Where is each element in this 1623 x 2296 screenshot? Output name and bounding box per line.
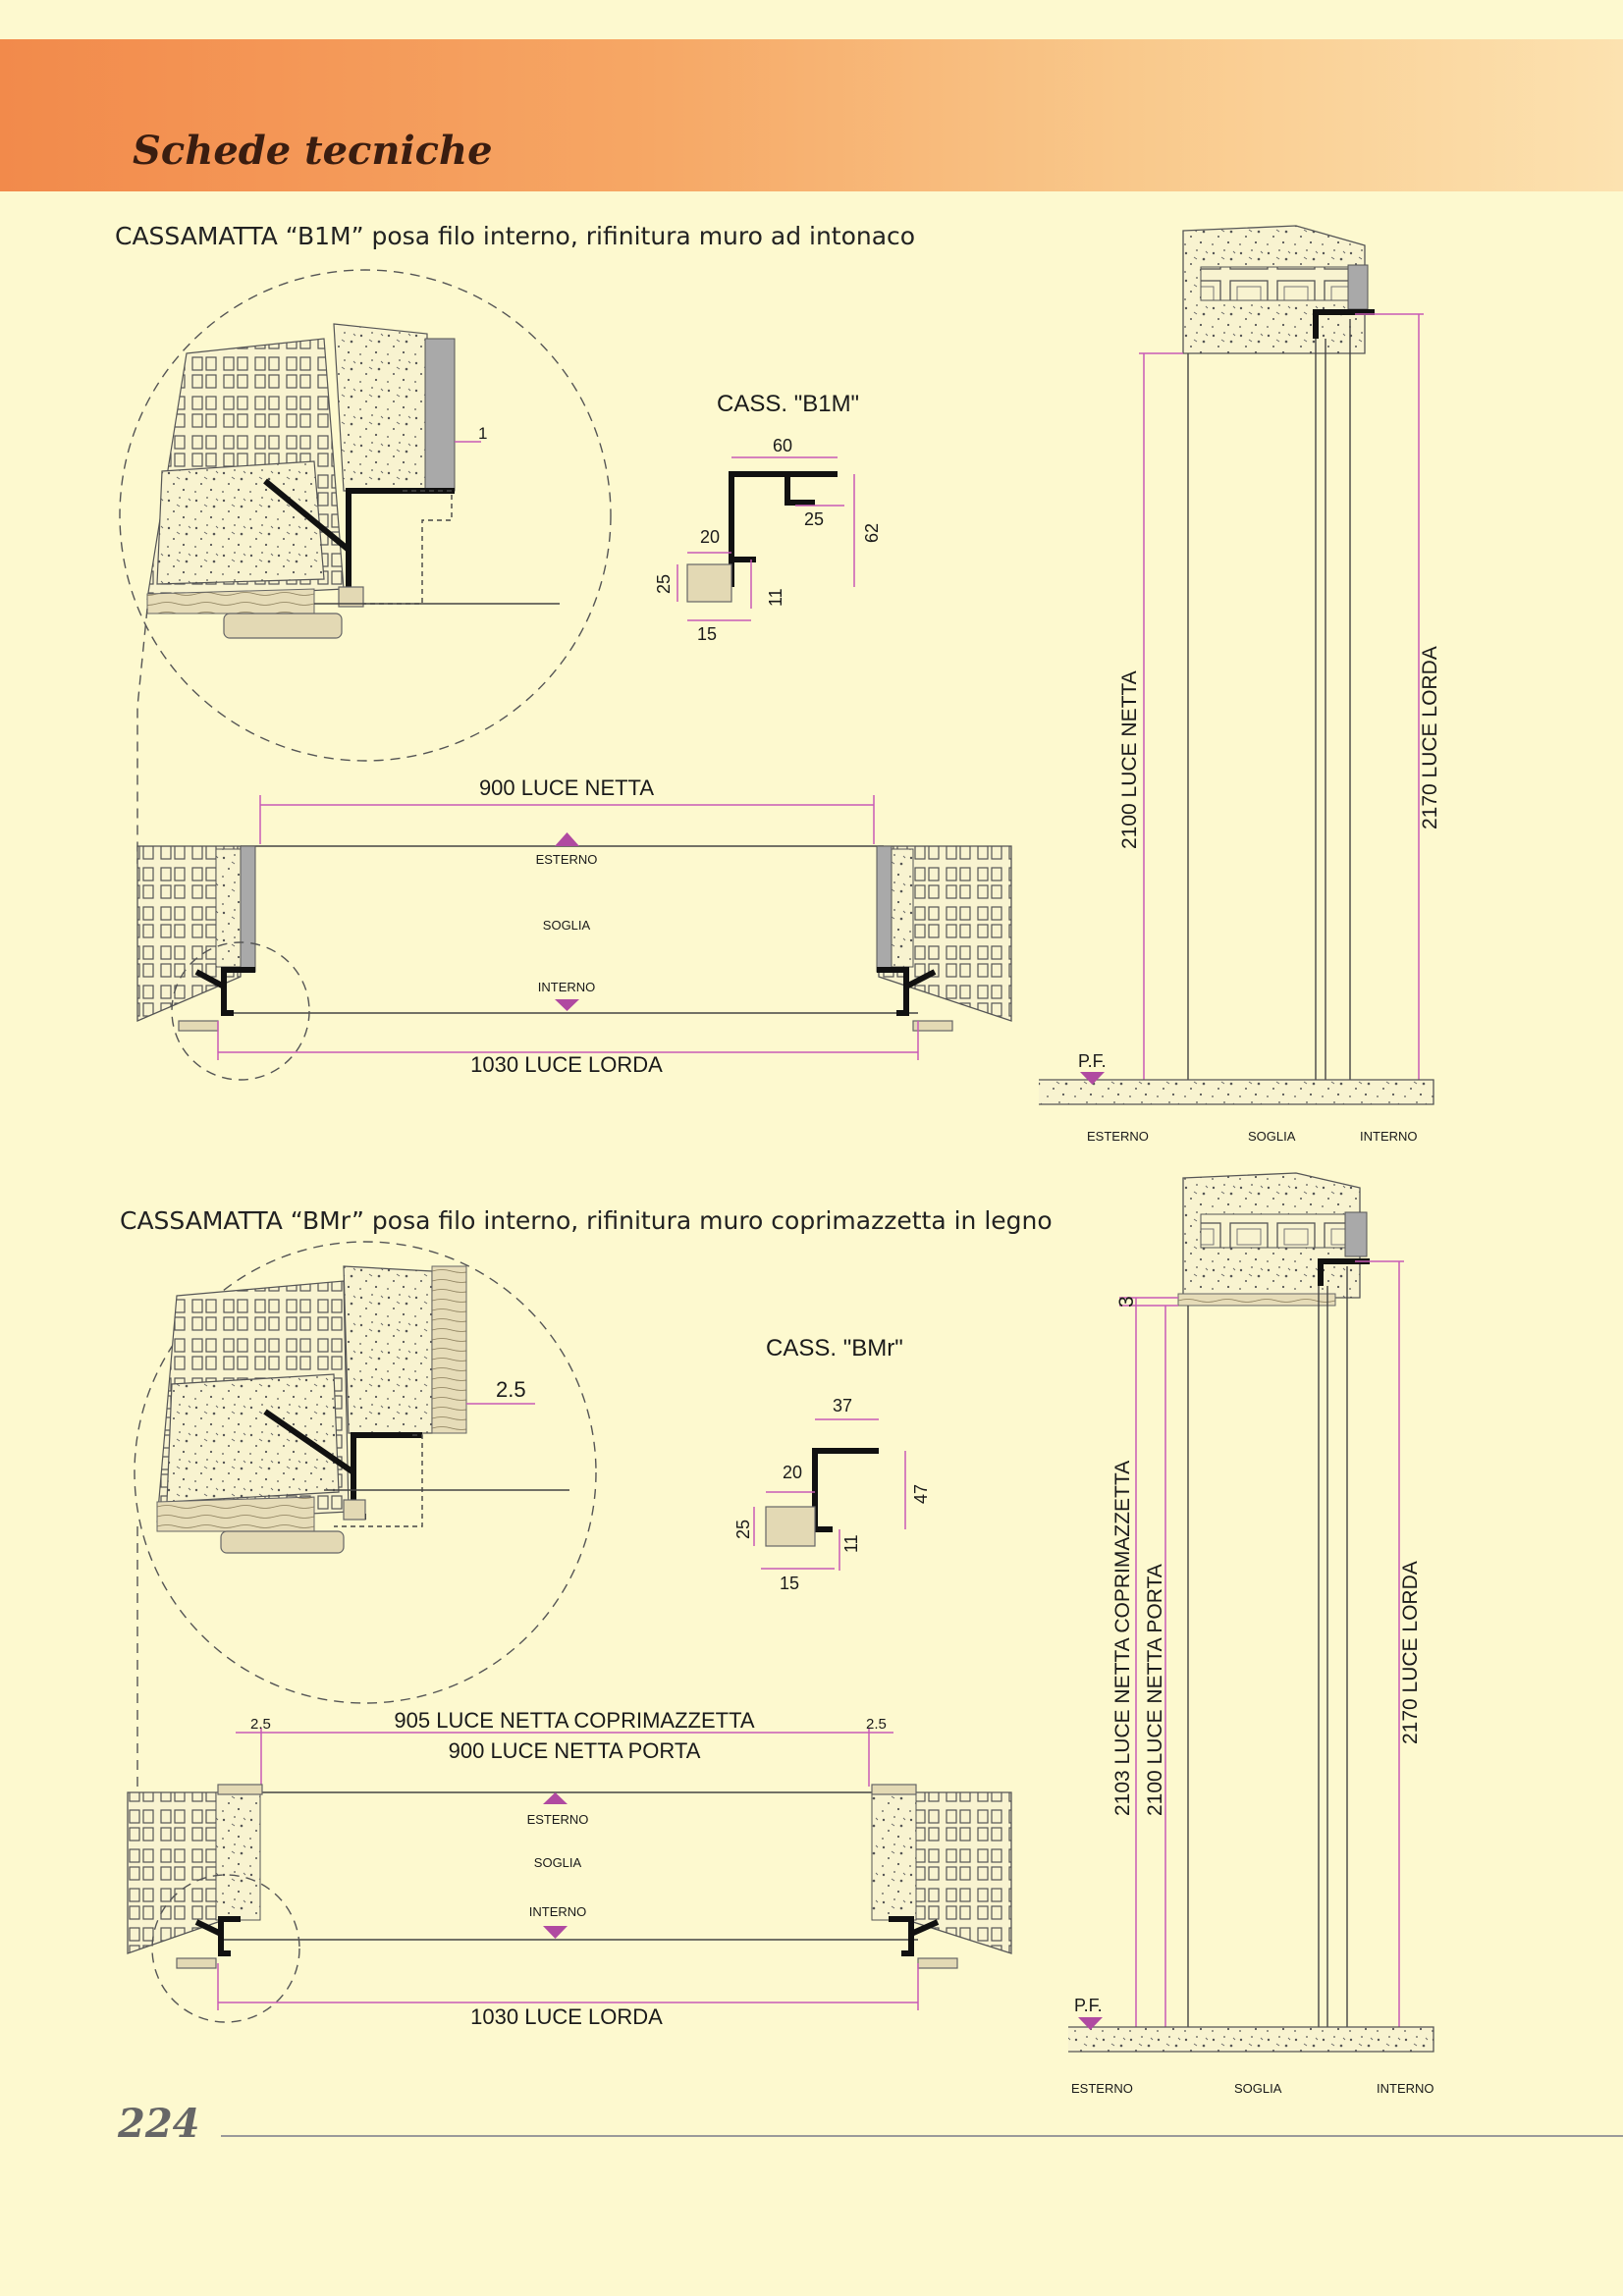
svg-text:SOGLIA: SOGLIA [543, 918, 591, 933]
svg-text:60: 60 [773, 436, 792, 455]
svg-text:905 LUCE NETTA COPRIMAZZETTA: 905 LUCE NETTA COPRIMAZZETTA [394, 1708, 754, 1733]
svg-text:1030 LUCE LORDA: 1030 LUCE LORDA [470, 2004, 663, 2029]
svg-text:INTERNO: INTERNO [538, 980, 596, 994]
elevation-b1m: 2100 LUCE NETTA 2170 LUCE LORDA P.F. EST… [1039, 225, 1441, 1144]
svg-text:2103 LUCE NETTA COPRIMAZZETTA: 2103 LUCE NETTA COPRIMAZZETTA [1111, 1461, 1134, 1816]
detail-circle-1: 1 [119, 269, 612, 762]
svg-text:3: 3 [1115, 1296, 1138, 1308]
svg-text:2100 LUCE NETTA: 2100 LUCE NETTA [1118, 670, 1141, 849]
plan-b1m: 900 LUCE NETTA ESTERNO SOGLIA INTERNO 10… [136, 775, 1012, 1081]
section2-heading: CASSAMATTA “BMr” posa filo interno, rifi… [120, 1206, 1053, 1235]
detail-dim-1: 1 [478, 424, 487, 443]
svg-text:20: 20 [783, 1463, 802, 1482]
svg-text:15: 15 [697, 624, 717, 644]
svg-text:2170 LUCE LORDA: 2170 LUCE LORDA [1419, 646, 1441, 829]
cass-b1m-title: CASS. "B1M" [717, 391, 859, 417]
svg-text:SOGLIA: SOGLIA [534, 1855, 582, 1870]
header-title: Schede tecniche [133, 128, 493, 174]
svg-text:ESTERNO: ESTERNO [527, 1812, 589, 1827]
svg-text:SOGLIA: SOGLIA [1234, 2081, 1282, 2096]
svg-text:25: 25 [733, 1520, 753, 1539]
svg-text:INTERNO: INTERNO [529, 1904, 587, 1919]
profile-bmr: CASS. "BMr" 37 20 47 25 11 15 [733, 1335, 931, 1593]
svg-text:47: 47 [911, 1484, 931, 1504]
svg-text:2100 LUCE NETTA PORTA: 2100 LUCE NETTA PORTA [1144, 1564, 1166, 1816]
section1-heading: CASSAMATTA “B1M” posa filo interno, rifi… [115, 222, 916, 250]
svg-text:INTERNO: INTERNO [1377, 2081, 1434, 2096]
svg-text:62: 62 [862, 523, 882, 543]
svg-text:900 LUCE NETTA PORTA: 900 LUCE NETTA PORTA [449, 1738, 701, 1763]
svg-text:1030 LUCE LORDA: 1030 LUCE LORDA [470, 1052, 663, 1077]
svg-text:15: 15 [780, 1574, 799, 1593]
plan-bmr: 2.5 2.5 905 LUCE NETTA COPRIMAZZETTA 900… [127, 1708, 1012, 2029]
svg-text:INTERNO: INTERNO [1360, 1129, 1418, 1144]
header-band [0, 39, 1623, 191]
profile-b1m: CASS. "B1M" 60 25 62 20 25 11 15 [654, 391, 882, 644]
svg-text:11: 11 [766, 588, 785, 607]
detail-circle-2: 2.5 [134, 1241, 597, 1704]
detail-dim-2: 2.5 [496, 1377, 526, 1402]
svg-text:2.5: 2.5 [250, 1716, 271, 1733]
svg-text:ESTERNO: ESTERNO [536, 852, 598, 867]
svg-text:P.F.: P.F. [1078, 1051, 1107, 1071]
svg-text:25: 25 [654, 574, 674, 594]
svg-text:SOGLIA: SOGLIA [1248, 1129, 1296, 1144]
cass-bmr-title: CASS. "BMr" [766, 1335, 903, 1362]
svg-text:900 LUCE NETTA: 900 LUCE NETTA [479, 775, 654, 800]
svg-text:ESTERNO: ESTERNO [1071, 2081, 1133, 2096]
svg-text:2.5: 2.5 [866, 1716, 887, 1733]
svg-text:P.F.: P.F. [1074, 1996, 1103, 2015]
svg-text:20: 20 [700, 527, 720, 547]
svg-text:ESTERNO: ESTERNO [1087, 1129, 1149, 1144]
svg-text:2170 LUCE LORDA: 2170 LUCE LORDA [1399, 1561, 1422, 1744]
elevation-bmr: 3 2103 LUCE NETTA COPRIMAZZETTA 2100 LUC… [1068, 1172, 1434, 2096]
svg-text:37: 37 [833, 1396, 852, 1415]
svg-text:11: 11 [841, 1534, 861, 1553]
svg-text:25: 25 [804, 509, 824, 529]
page-number: 224 [118, 2101, 200, 2147]
footer-rule [221, 2135, 1623, 2137]
